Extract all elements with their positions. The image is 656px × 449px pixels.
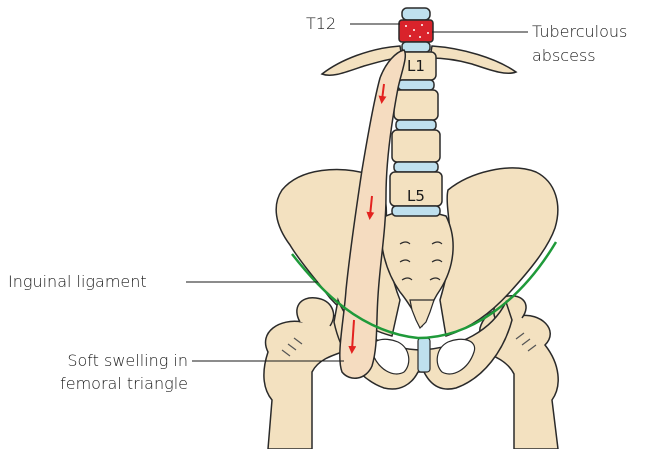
pubic-symphysis — [418, 338, 430, 372]
l1-label: L1 — [407, 57, 425, 75]
soft-swelling-label-line1: Soft swelling in — [20, 351, 188, 371]
tuberculous-abscess-label-line1: Tuberculous — [532, 22, 627, 42]
right-femur — [478, 296, 558, 449]
tuberculous-focus — [399, 20, 433, 42]
t12-label: T12 — [306, 14, 336, 34]
l5-label: L5 — [407, 187, 425, 205]
soft-swelling-label-line2: femoral triangle — [20, 374, 188, 394]
inguinal-ligament-label: Inguinal ligament — [8, 272, 147, 292]
tuberculous-abscess-label-line2: abscess — [532, 46, 596, 66]
vertebral-column — [390, 8, 442, 216]
coccyx — [410, 300, 434, 328]
